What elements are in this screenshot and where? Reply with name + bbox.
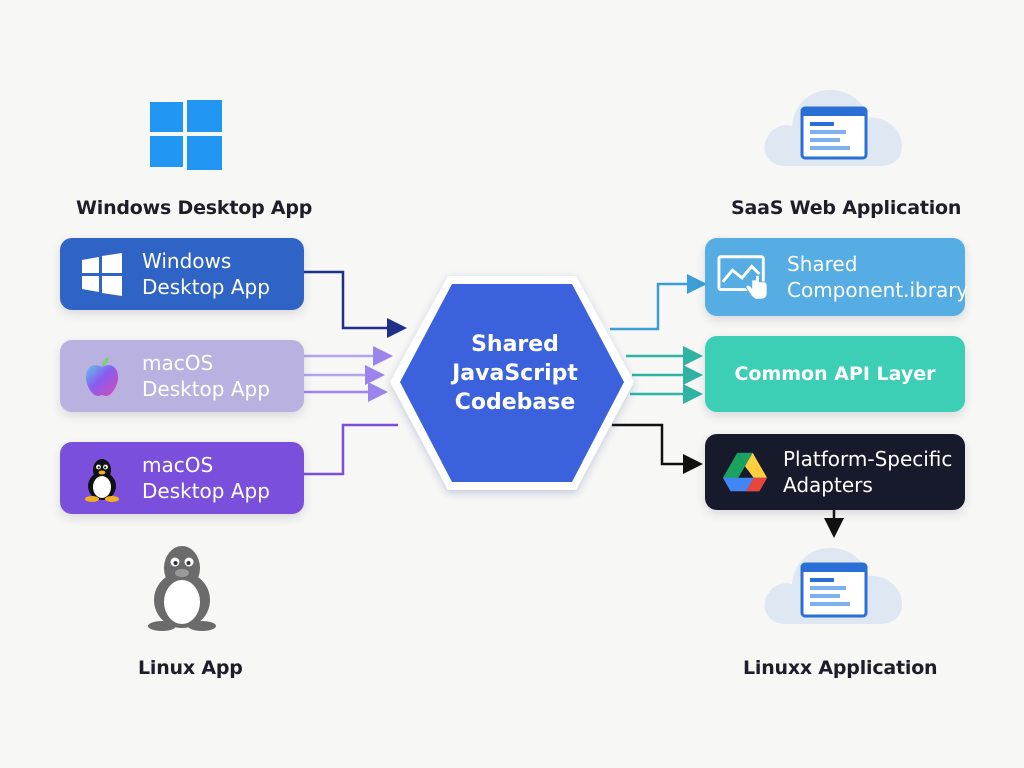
caption-windows-desktop-app: Windows Desktop App <box>76 197 313 219</box>
apple-logo-icon <box>78 352 126 400</box>
box-label-line1: Windows <box>142 249 232 273</box>
box-label-line2: Desktop App <box>142 479 270 503</box>
central-hexagon <box>390 276 634 490</box>
windows-logo-icon <box>150 100 222 170</box>
box-label-line1: macOS <box>142 453 214 477</box>
linux-penguin-icon <box>78 454 126 502</box>
box-label-line2: Component.ibrary <box>787 278 969 302</box>
wire-windows-to-hex <box>304 270 407 338</box>
wire-hex-to-adapters <box>612 423 703 474</box>
cloud-browser-icon <box>764 90 902 166</box>
box-label-line1: Platform-Specific <box>783 447 953 471</box>
linux-penguin-icon <box>148 546 216 631</box>
box-label-line1: macOS <box>142 351 214 375</box>
windows-logo-icon <box>78 250 126 298</box>
caption-linuxx-application: Linuxx Application <box>743 657 938 679</box>
google-drive-icon <box>721 448 769 496</box>
box-label-line2: Desktop App <box>142 377 270 401</box>
box-windows-desktop-app[interactable]: Windows Desktop App <box>60 238 304 310</box>
hex-line-1: Shared <box>471 332 559 357</box>
box-common-api-layer[interactable]: Common API Layer <box>705 336 965 412</box>
box-macos-desktop-app-linux[interactable]: macOS Desktop App <box>60 442 304 514</box>
box-platform-specific-adapters[interactable]: Platform-Specific Adapters <box>705 434 965 510</box>
box-macos-desktop-app[interactable]: macOS Desktop App <box>60 340 304 412</box>
caption-saas-web-application: SaaS Web Application <box>731 197 962 219</box>
box-shared-component-library[interactable]: Shared Component.ibrary <box>705 238 969 316</box>
box-label-line1: Shared <box>787 252 858 276</box>
wire-hex-to-component <box>610 274 707 331</box>
caption-linux-app: Linux App <box>138 657 243 679</box>
wire-linux-to-hex <box>304 423 398 476</box>
hex-line-3: Codebase <box>454 390 576 415</box>
cloud-browser-icon <box>764 548 902 624</box>
central-hexagon-label: Shared JavaScript Codebase <box>400 330 630 417</box>
browser-chart-icon <box>717 253 771 301</box>
hex-line-2: JavaScript <box>452 361 578 386</box>
box-label-line2: Desktop App <box>142 275 270 299</box>
box-label-line2: Adapters <box>783 473 873 497</box>
box-label-line1: Common API Layer <box>734 363 936 385</box>
